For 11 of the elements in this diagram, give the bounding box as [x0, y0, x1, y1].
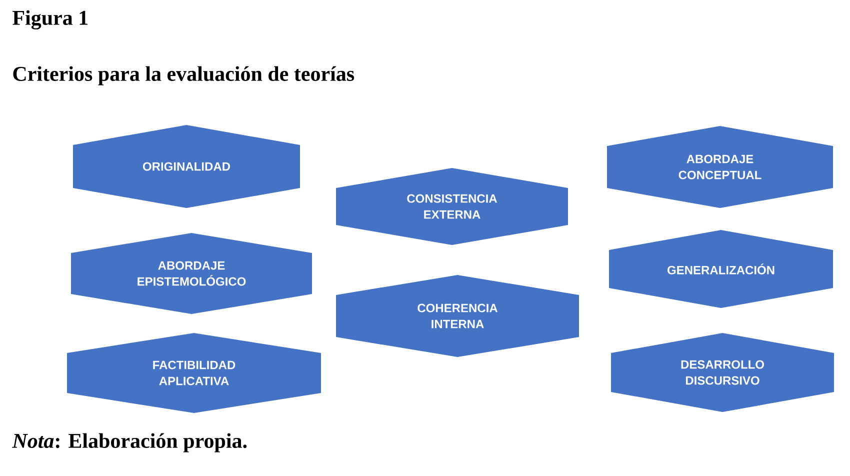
- hexagon-box: CONSISTENCIA EXTERNA: [336, 168, 568, 245]
- caption: Nota: Elaboración propia.: [12, 433, 247, 452]
- title: Criterios para la evaluación de teorías: [13, 66, 354, 86]
- hexagon-box: FACTIBILIDAD APLICATIVA: [67, 333, 321, 413]
- figure-number: Figura 1: [12, 10, 88, 30]
- hexagon-box: GENERALIZACIÓN: [609, 230, 834, 308]
- hexagon-box: ABORDAJE EPISTEMOLÓGICO: [71, 233, 312, 314]
- hexagon-box: ORIGINALIDAD: [73, 125, 300, 208]
- hexagon-box: ABORDAJE CONCEPTUAL: [607, 126, 834, 208]
- hexagon-box: COHERENCIA INTERNA: [336, 275, 579, 357]
- hexagon-box: DESARROLLO DISCURSIVO: [611, 333, 834, 412]
